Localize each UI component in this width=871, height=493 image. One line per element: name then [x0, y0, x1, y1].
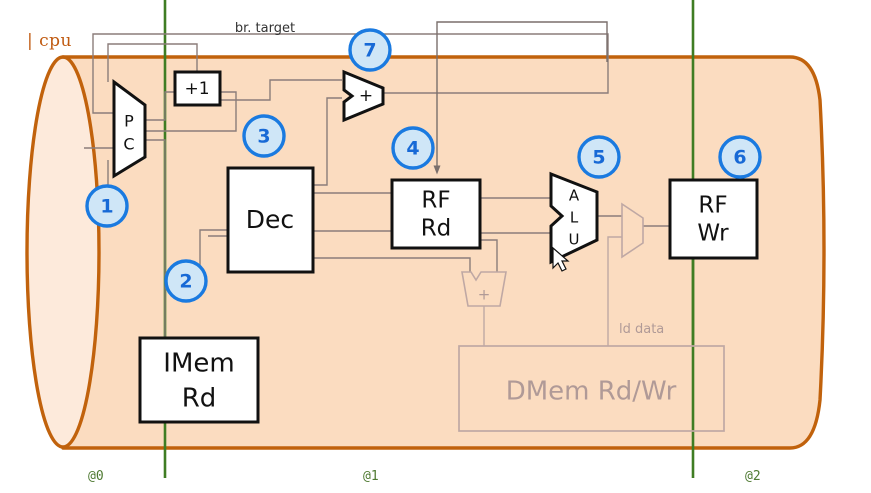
block-alu-label-a: A: [569, 187, 580, 205]
badge-6-label: 6: [733, 147, 746, 169]
block-rf-rd[interactable]: RF Rd: [390, 178, 482, 250]
badge-3[interactable]: 3: [242, 114, 286, 158]
block-rf-wr-label-top: RF: [698, 193, 727, 219]
stage-tick-label-0: @0: [88, 469, 104, 484]
block-imem-label-bottom: Rd: [182, 384, 217, 414]
mouse-cursor: [552, 246, 570, 272]
block-pc[interactable]: P C: [112, 79, 147, 179]
block-writeback-mux[interactable]: [621, 202, 644, 259]
block-address-adder-label: +: [478, 286, 491, 304]
badge-2-label: 2: [179, 271, 192, 293]
block-rf-wr[interactable]: RF Wr: [668, 178, 759, 260]
stage-tick-label-1: @1: [363, 469, 379, 484]
block-dec[interactable]: Dec: [226, 166, 315, 274]
block-branch-adder[interactable]: +: [342, 69, 385, 123]
wire-network: [84, 21, 695, 346]
badge-2[interactable]: 2: [164, 259, 208, 303]
block-imem-label-top: IMem: [163, 349, 234, 379]
badge-1-label: 1: [100, 196, 113, 218]
badge-7[interactable]: 7: [348, 28, 392, 72]
block-alu-label-l: L: [570, 209, 579, 227]
wire-label-ld-data: ld data: [619, 322, 664, 337]
badge-7-label: 7: [363, 40, 376, 62]
badge-1[interactable]: 1: [85, 184, 129, 228]
wire-label-br-target: br. target: [235, 21, 295, 36]
cpu-title-label: | cpu: [27, 31, 72, 51]
block-alu[interactable]: A L U: [549, 171, 599, 265]
block-rf-rd-label-bottom: Rd: [421, 216, 452, 242]
block-plus1[interactable]: +1: [173, 70, 222, 107]
block-dmem-label: DMem Rd/Wr: [506, 377, 677, 407]
badge-4-label: 4: [406, 138, 419, 160]
badge-5[interactable]: 5: [577, 135, 621, 179]
badge-3-label: 3: [257, 126, 270, 148]
badge-5-label: 5: [592, 147, 605, 169]
block-pc-label-bottom: C: [123, 135, 134, 154]
stage-tick-label-2: @2: [745, 469, 761, 484]
badge-6[interactable]: 6: [718, 135, 762, 179]
block-rf-rd-label-top: RF: [421, 188, 450, 214]
block-alu-label-u: U: [569, 231, 580, 249]
block-pc-label-top: P: [124, 112, 134, 131]
block-branch-adder-label: +: [359, 86, 373, 106]
badge-4[interactable]: 4: [391, 126, 435, 170]
block-plus1-label: +1: [184, 79, 209, 99]
block-dmem[interactable]: DMem Rd/Wr: [458, 345, 725, 432]
block-address-adder[interactable]: +: [461, 271, 507, 307]
block-dec-label: Dec: [246, 205, 294, 234]
block-imem[interactable]: IMem Rd: [138, 336, 260, 424]
block-rf-wr-label-bottom: Wr: [697, 221, 729, 247]
